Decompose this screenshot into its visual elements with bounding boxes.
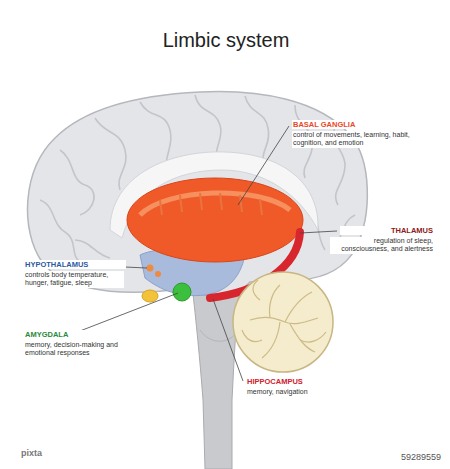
part-name: HYPOTHALAMUS (24, 260, 126, 269)
watermark-number: 59289559 (370, 452, 442, 463)
part-description: regulation of sleep, consciousness, and … (330, 237, 434, 254)
part-name: THALAMUS (340, 226, 434, 235)
brain-stem (192, 282, 240, 469)
basal-ganglia-highlight (140, 193, 290, 215)
hypothalamus (155, 271, 161, 277)
watermark: pixta (20, 448, 82, 459)
cerebellum (233, 272, 333, 372)
arbor-vitae (242, 280, 326, 358)
hypothalamus (147, 265, 154, 272)
part-description: memory, navigation (246, 388, 348, 396)
part-name: HIPPOCAMPUS (246, 377, 348, 386)
part-description: controls body temperature, hunger, fatig… (24, 271, 124, 288)
part-name: AMYGDALA (24, 330, 126, 339)
pons-line (200, 330, 238, 341)
part-description: memory, decision-making and emotional re… (24, 341, 134, 358)
part-description: control of movements, learning, habit, c… (292, 131, 412, 148)
diagram-title: Limbic system (0, 28, 450, 52)
basal-ganglia (127, 178, 303, 262)
striations (160, 193, 262, 215)
amygdala (173, 283, 191, 301)
pituitary (142, 290, 158, 302)
part-name: BASAL GANGLIA (292, 120, 414, 129)
